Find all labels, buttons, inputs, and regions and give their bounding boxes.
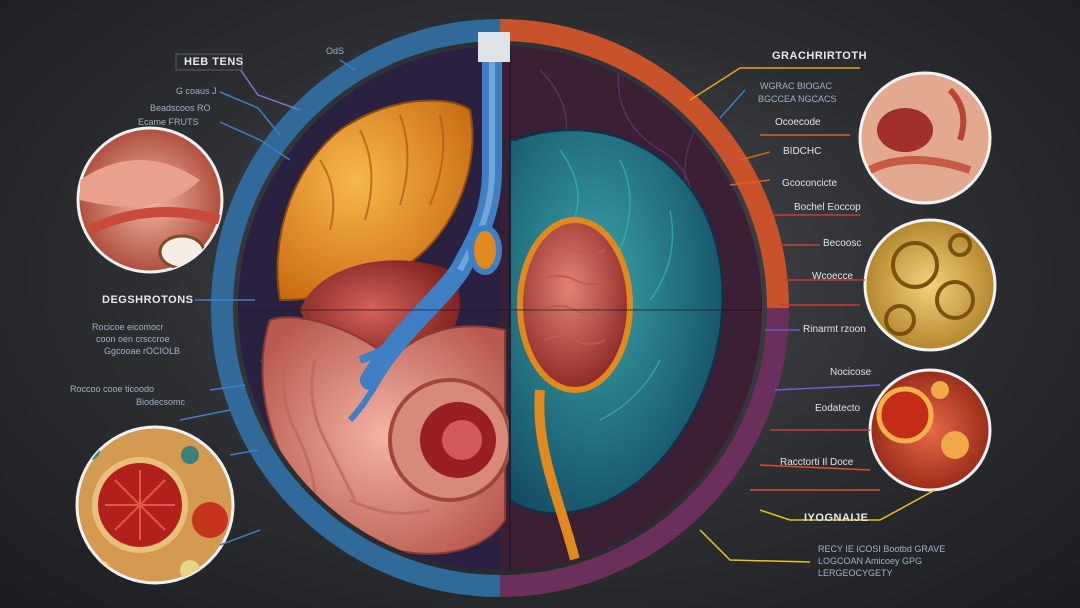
label-right-10: Racctorti Il Doce bbox=[780, 457, 854, 468]
ureter bbox=[534, 389, 580, 562]
label-left-sub-1: G coaus J bbox=[176, 86, 217, 96]
label-right-11: IYOGNAIJE bbox=[804, 512, 869, 524]
label-mid-left-sub-1: Rocicoe eicomocr bbox=[92, 322, 164, 332]
label-right-7: Rinarmt rzoon bbox=[803, 324, 866, 335]
detail-circle-right-3 bbox=[868, 368, 992, 492]
label-right-title: GRACHRIRTOTH bbox=[772, 50, 868, 62]
label-mid-left-sub-3: Ggcooae rOCIOLB bbox=[104, 346, 181, 356]
label-mid-left-sub-2: coon oen crsccroe bbox=[96, 334, 170, 344]
label-low-left-sub-1: Roccoo cooe ticoodo bbox=[70, 384, 155, 394]
detail-circle-bottom-left bbox=[75, 425, 235, 585]
label-right-2: BIDCHC bbox=[783, 146, 822, 157]
leader-lines bbox=[179, 59, 936, 563]
label-right-4: Bochel Eoccop bbox=[794, 202, 861, 213]
title-plate bbox=[175, 53, 243, 71]
label-right-sub-1: WGRAC BIOGAC bbox=[760, 81, 833, 91]
label-left-sub-2: Beadscoos RO bbox=[150, 103, 211, 113]
label-right-sub-2: BGCCEA NGCACS bbox=[758, 94, 837, 104]
detail-circle-right-1 bbox=[858, 71, 992, 205]
organ-disc bbox=[238, 46, 762, 570]
label-right-9: Eodatecto bbox=[815, 403, 861, 414]
label-right-5: Becoosc bbox=[823, 238, 862, 249]
tube-cap bbox=[478, 32, 510, 62]
label-right-foot-3: LERGEOCYGETY bbox=[818, 568, 893, 578]
label-right-8: Nocicose bbox=[830, 367, 872, 378]
label-low-left-sub-2: Biodecsomc bbox=[136, 397, 186, 407]
label-top-left-title: HEB TENS bbox=[184, 56, 244, 68]
label-right-6: Wcoecce bbox=[812, 271, 854, 282]
label-left-sub-3: Ecame FRUTS bbox=[138, 117, 199, 127]
central-organ bbox=[517, 217, 633, 393]
label-right-3: Gcoconcicte bbox=[782, 178, 838, 189]
label-right-foot-2: LOGCOAN Amicoey GPG bbox=[818, 556, 923, 566]
label-right-foot-1: RECY IE ICOSI Bootbd GRAVE bbox=[818, 544, 946, 554]
detail-circle-right-2 bbox=[863, 218, 997, 352]
label-mid-left-title: DEGSHROTONS bbox=[102, 294, 194, 306]
detail-circle-top-left bbox=[76, 126, 224, 274]
label-right-1: Ocoecode bbox=[775, 117, 821, 128]
label-top-center-tag: OdS bbox=[326, 46, 345, 56]
outer-ring bbox=[211, 19, 789, 597]
